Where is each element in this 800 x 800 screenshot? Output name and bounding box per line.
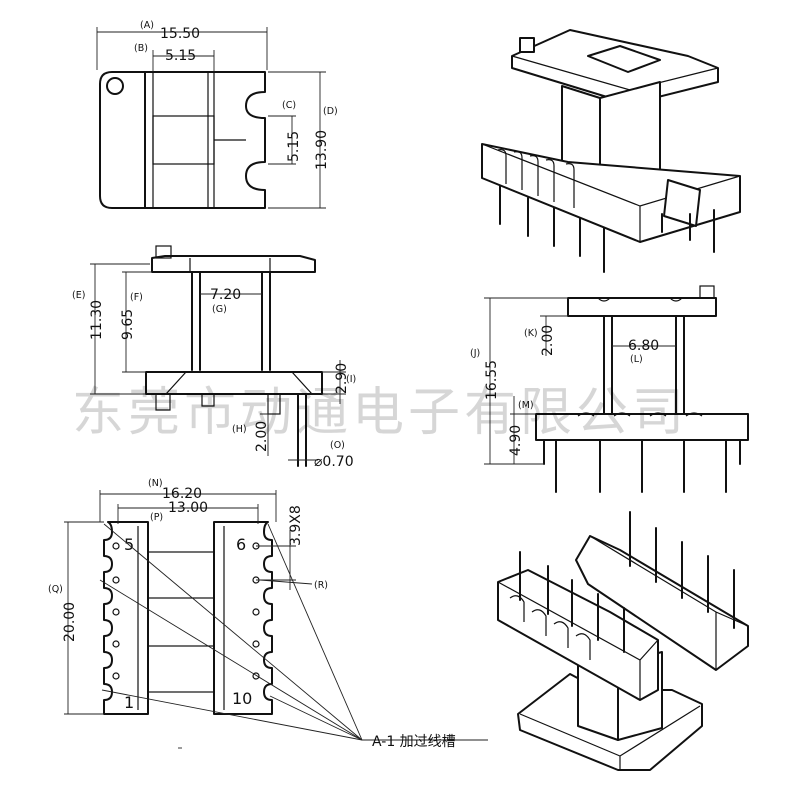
bottom-view: 5 1 6 10 (N) 16.20 13.00 (P) (Q) 20.00 3…	[48, 478, 488, 750]
callout-label: A-1 加过线槽	[372, 734, 456, 750]
dim-r-value: 3.9X8	[288, 505, 304, 546]
dim-b-label: (B)	[134, 43, 148, 54]
dim-i-value: 2.90	[334, 363, 350, 394]
dim-p-value: 13.00	[168, 500, 208, 516]
dim-n-value: 16.20	[162, 486, 202, 502]
dim-g-value: 7.20	[210, 287, 241, 303]
dim-o-value: ⌀0.70	[314, 454, 354, 470]
dim-k-label: (K)	[524, 328, 538, 339]
dim-m-label: (M)	[518, 400, 534, 411]
dim-c-value: 5.15	[286, 131, 302, 162]
dim-a-value: 15.50	[160, 26, 200, 42]
dim-q-label: (Q)	[48, 584, 63, 595]
dim-k-value: 2.00	[540, 325, 556, 356]
dim-f-value: 9.65	[120, 309, 136, 340]
dim-d-label: (D)	[323, 106, 338, 117]
front-view: (J) 16.55 (K) 2.00 6.80 (L) (M) 4.90	[470, 285, 749, 493]
dim-o-label: (O)	[330, 440, 345, 451]
dim-i-label: (I)	[346, 374, 356, 385]
dim-j-label: (J)	[470, 348, 480, 359]
dim-m-value: 4.90	[508, 425, 524, 456]
dim-h-value: 2.00	[254, 421, 270, 452]
dim-e-label: (E)	[72, 290, 85, 301]
dim-c-label: (C)	[282, 100, 296, 111]
dim-f-label: (F)	[130, 292, 143, 303]
dim-a-label: (A)	[140, 20, 154, 31]
dim-g-label: (G)	[212, 304, 227, 315]
dim-h-label: (H)	[232, 424, 247, 435]
dim-n-label: (N)	[148, 478, 163, 489]
dim-l-value: 6.80	[628, 338, 659, 354]
side-view: (E) 11.30 (F) 9.65 7.20 (G) 2.90 (I) (H)…	[72, 245, 356, 470]
dim-j-value: 16.55	[484, 360, 500, 400]
pin-6-label: 6	[236, 535, 246, 554]
iso-view-top	[481, 29, 741, 273]
dim-l-label: (L)	[630, 354, 643, 365]
iso-view-bottom	[497, 511, 749, 771]
dim-r-label: (R)	[314, 580, 328, 591]
dim-b-value: 5.15	[165, 48, 196, 64]
dim-d-value: 13.90	[314, 130, 330, 170]
top-view: (A) 15.50 (B) 5.15 (C) 5.15 (D) 13.90	[96, 20, 338, 209]
pin-1-label: 1	[124, 693, 134, 712]
dim-q-value: 20.00	[62, 602, 78, 642]
watermark: 东莞市动通电子有限公司	[72, 383, 688, 443]
pin-10-label: 10	[232, 689, 252, 708]
dim-e-value: 11.30	[89, 300, 105, 340]
dim-p-label: (P)	[150, 512, 163, 523]
